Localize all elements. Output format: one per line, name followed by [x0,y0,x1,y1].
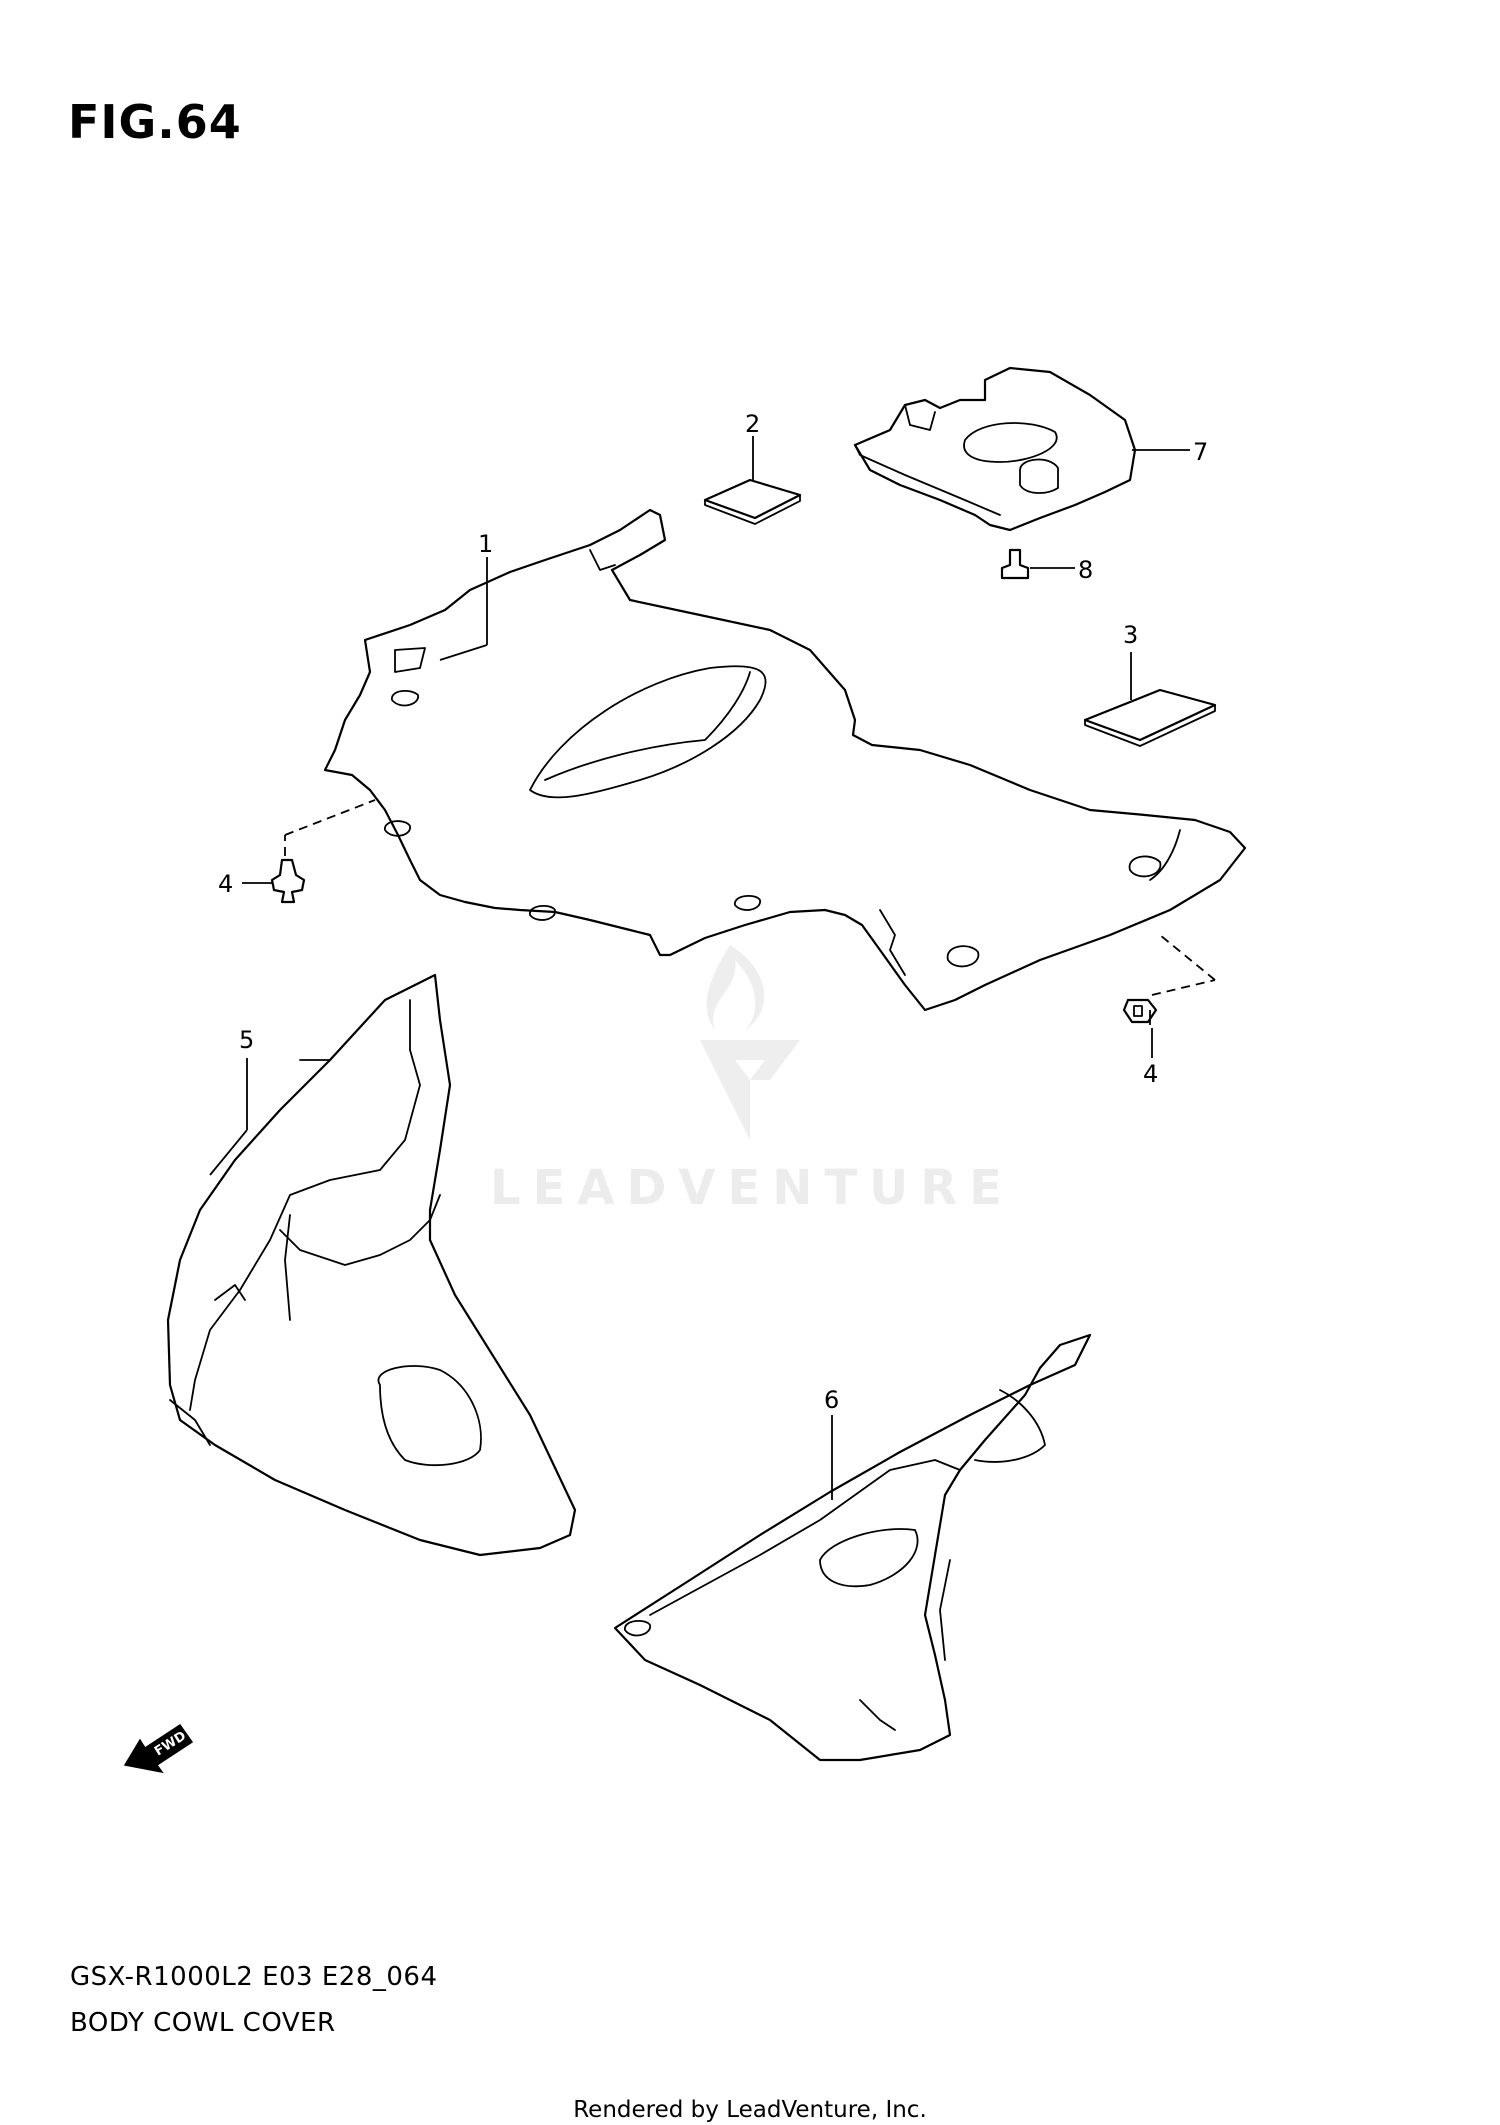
callout-8: 8 [1078,556,1093,584]
callout-4-right: 4 [1143,1060,1158,1088]
part-4-fastener-left[interactable] [270,858,306,904]
model-code: GSX-R1000L2 E03 E28_064 [70,1962,438,1992]
callout-4-left: 4 [218,870,233,898]
callout-3: 3 [1123,621,1138,649]
callout-labels: 1 2 3 4 4 5 6 7 8 [218,410,1208,1414]
figure-title: FIG.64 [68,95,242,149]
callout-1: 1 [478,530,493,558]
part-3-pad[interactable] [1083,688,1217,747]
fwd-arrow-icon: FWD [123,1723,194,1774]
part-4-fastener-right[interactable] [1122,998,1158,1024]
callout-5: 5 [239,1026,254,1054]
leader-lines [209,436,1216,1500]
part-5-inner-cover[interactable] [166,973,577,1557]
callout-2: 2 [745,410,760,438]
callout-6: 6 [824,1386,839,1414]
watermark-text: LEADVENTURE [490,1160,1014,1216]
part-6-inner-cover[interactable] [613,1333,1092,1762]
part-2-pad[interactable] [703,478,802,525]
rendered-by-credit: Rendered by LeadVenture, Inc. [573,2097,927,2123]
callout-7: 7 [1193,438,1208,466]
part-7-cover[interactable] [853,366,1137,532]
part-8-screw[interactable] [1000,548,1030,580]
watermark-logo [700,945,800,1140]
section-name: BODY COWL COVER [70,2008,336,2038]
part-1-body-cowl[interactable] [323,508,1247,1012]
